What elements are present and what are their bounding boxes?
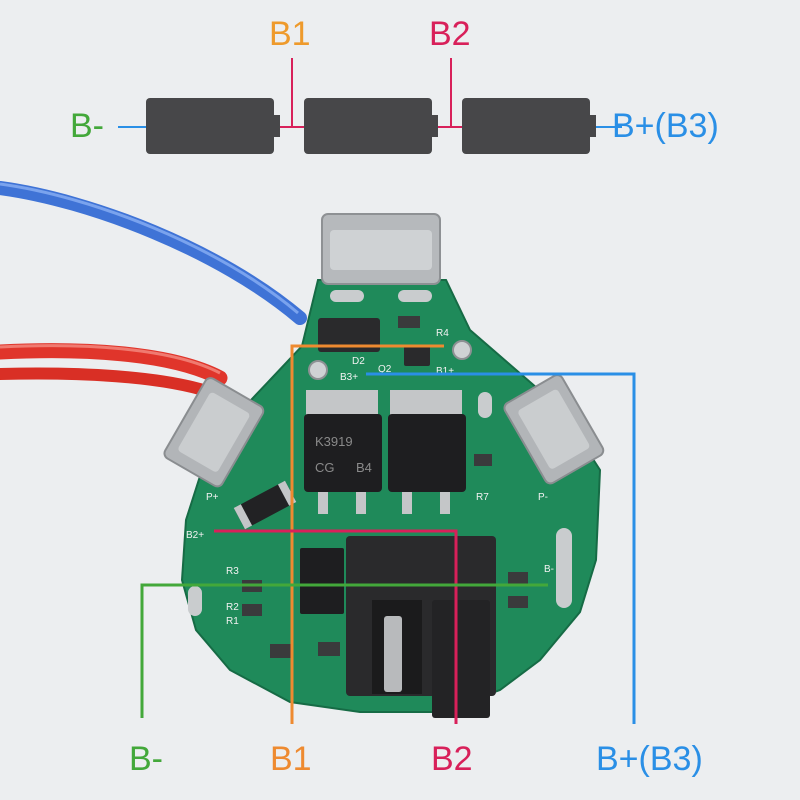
bottom-label-b2: B2 [431,740,473,778]
mosfet-leg [356,492,366,514]
silk-b1-plus: B1+ [436,366,454,377]
solder-pad [330,290,364,302]
annotation-line-b-plus [366,372,636,724]
smd-part [398,316,420,328]
battery-cell-1-cap [274,115,280,137]
mosfet-left [304,414,382,492]
contact-tab-left-shade [178,392,250,472]
battery-cell-2 [304,98,432,154]
contact-tab-top-shade [330,230,432,270]
battery-cell-3 [462,98,590,154]
silk-b-minus: B- [544,564,554,575]
silk-r3: R3 [226,566,239,577]
contact-tab-right-shade [518,389,590,469]
silk-r7: R7 [476,492,489,503]
smd-part [242,604,262,616]
silk-b2-plus: B2+ [186,530,204,541]
solder-pad [398,290,432,302]
mosfet-code-3: B4 [356,460,372,475]
battery-diagram [118,58,622,154]
silk-b3-plus: B3+ [340,372,358,383]
silk-r1: R1 [226,616,239,627]
top-label-b2: B2 [429,15,471,53]
solder-point-b1 [452,340,472,360]
ic-chip [300,548,344,614]
connector-pin [384,616,402,692]
blue-wire-highlight [0,182,299,315]
top-label-b-plus: B+(B3) [612,107,719,145]
mosfet-right [388,414,466,492]
diode-d2 [318,318,380,352]
battery-cell-3-cap [590,115,596,137]
transistor-q2 [404,346,430,366]
bottom-label-b-plus: B+(B3) [596,740,703,778]
resistor-large-endcap [233,504,253,530]
solder-pad [556,528,572,608]
pcb-board: K3919 CG B4 D2 Q2 B1+ B3+ [163,213,605,718]
smd-part [318,642,340,656]
lead-wires [0,181,307,398]
top-label-b1: B1 [269,15,311,53]
silk-r4: R4 [436,328,449,339]
blue-wire [0,181,307,325]
solder-point-b3 [308,360,328,380]
solder-pad [478,392,492,418]
bottom-label-b1: B1 [270,740,312,778]
resistor-large [234,481,296,529]
annotation-line-b1 [290,344,444,724]
bottom-label-b-minus: B- [129,740,163,778]
annotation-line-b-minus [140,583,548,718]
mosfet-code-1: K3919 [315,434,353,449]
mosfet-code-2: CG [315,460,335,475]
annotation-line-b2 [214,529,458,724]
silk-p-minus: P- [538,492,548,503]
silk-p-plus: P+ [206,492,219,503]
red-wire [0,343,228,386]
smd-part [474,454,492,466]
silk-d2: D2 [352,356,365,367]
annotation-lines [140,344,636,724]
battery-cell-1 [146,98,274,154]
silk-q2: Q2 [378,364,392,375]
red-wire-2 [0,367,216,398]
connector-latch [432,600,490,718]
smd-part [508,572,528,584]
mosfet-leg [318,492,328,514]
silk-r2: R2 [226,602,239,613]
smd-part [270,644,292,658]
solder-pad [188,586,202,616]
mosfet-leg [440,492,450,514]
top-label-b-minus: B- [70,107,104,145]
red-wire-highlight [0,344,221,375]
battery-cell-2-cap [432,115,438,137]
smd-part [508,596,528,608]
mosfet-leg [402,492,412,514]
